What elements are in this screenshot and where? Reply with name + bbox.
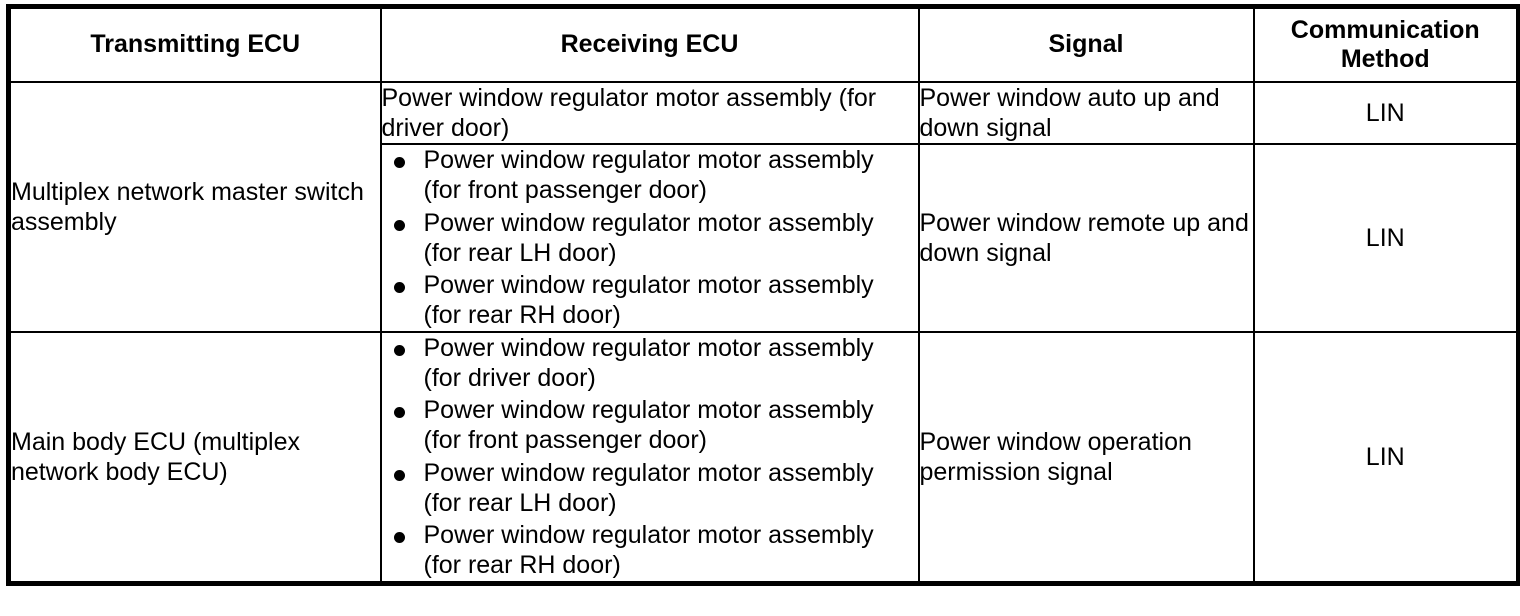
receiving-ecu-text: Power window regulator motor assembly (f… <box>381 84 877 142</box>
cell-transmitting-ecu: Main body ECU (multiplex network body EC… <box>7 330 382 583</box>
column-header-transmitting-ecu: Transmitting ECU <box>8 5 382 83</box>
list-item-main: Power window regulator motor assembly <box>423 521 874 549</box>
cell-communication-method: LIN <box>1252 143 1520 333</box>
list-item-sub: (for driver door) <box>423 363 596 392</box>
bullet-dot-icon <box>393 282 405 293</box>
receiving-ecu-bullet-list: Power window regulator motor assembly (f… <box>382 333 918 581</box>
cell-communication-method: LIN <box>1252 81 1520 145</box>
cell-signal: Power window operation permission signal <box>917 330 1255 583</box>
list-item: Power window regulator motor assembly (f… <box>382 208 918 269</box>
list-item-main: Power window regulator motor assembly <box>423 208 874 237</box>
column-header-communication-method: Communication Method <box>1252 5 1519 83</box>
cell-receiving-ecu: Power window regulator motor assembly (f… <box>379 330 920 583</box>
list-item-main: Power window regulator motor assembly <box>423 396 874 424</box>
list-item-sub: (for front passenger door) <box>423 426 707 455</box>
list-item: Power window regulator motor assembly (f… <box>382 333 918 394</box>
list-item-sub: (for front passenger door) <box>423 176 707 205</box>
list-item-sub: (for rear RH door) <box>423 551 621 580</box>
communication-method-line2: Method <box>1340 45 1430 73</box>
bullet-dot-icon <box>393 344 405 356</box>
table-row: Power window regulator motor assembly (f… <box>9 143 1520 333</box>
column-header-receiving-ecu: Receiving ECU <box>379 5 920 83</box>
list-item-sub: (for rear RH door) <box>423 301 621 330</box>
list-item-main: Power window regulator motor assembly <box>423 333 874 362</box>
table-row: Main body ECU (multiplex network body EC… <box>7 330 1520 583</box>
table-body: Multiplex network master switch assembly… <box>7 81 1520 583</box>
list-item-sub: (for rear LH door) <box>423 238 617 267</box>
column-header-signal: Signal <box>917 5 1255 83</box>
list-item-main: Power window regulator motor assembly <box>423 146 874 174</box>
cell-signal: Power window remote up and down signal <box>917 143 1255 333</box>
list-item: Power window regulator motor assembly (f… <box>382 395 918 456</box>
receiving-ecu-bullet-list: Power window regulator motor assembly (f… <box>382 145 918 331</box>
bullet-dot-icon <box>393 469 405 481</box>
list-item: Power window regulator motor assembly (f… <box>382 458 918 519</box>
communication-method-line1: Communication <box>1290 15 1480 44</box>
bullet-dot-icon <box>393 157 405 168</box>
list-item: Power window regulator motor assembly (f… <box>382 145 918 206</box>
cell-receiving-ecu: Power window regulator motor assembly (f… <box>379 143 920 333</box>
table-row: Multiplex network master switch assembly… <box>7 81 1520 333</box>
cell-transmitting-ecu: Multiplex network master switch assembly <box>7 81 382 333</box>
cell-receiving-ecu: Power window regulator motor assembly (f… <box>379 81 920 145</box>
bullet-dot-icon <box>393 532 405 543</box>
cell-communication-method: LIN <box>1252 330 1520 583</box>
bullet-dot-icon <box>393 407 405 418</box>
list-item: Power window regulator motor assembly (f… <box>382 270 918 331</box>
cell-signal: Power window auto up and down signal <box>917 81 1255 145</box>
ecu-communication-table: Transmitting ECU Receiving ECU Signal Co… <box>6 4 1520 586</box>
list-item: Power window regulator motor assembly (f… <box>382 520 918 581</box>
list-item-sub: (for rear LH door) <box>423 488 617 517</box>
list-item-main: Power window regulator motor assembly <box>423 271 874 299</box>
list-item-main: Power window regulator motor assembly <box>423 458 874 487</box>
header-row: Transmitting ECU Receiving ECU Signal Co… <box>8 5 1519 83</box>
table-header: Transmitting ECU Receiving ECU Signal Co… <box>8 5 1519 83</box>
bullet-dot-icon <box>393 219 405 231</box>
